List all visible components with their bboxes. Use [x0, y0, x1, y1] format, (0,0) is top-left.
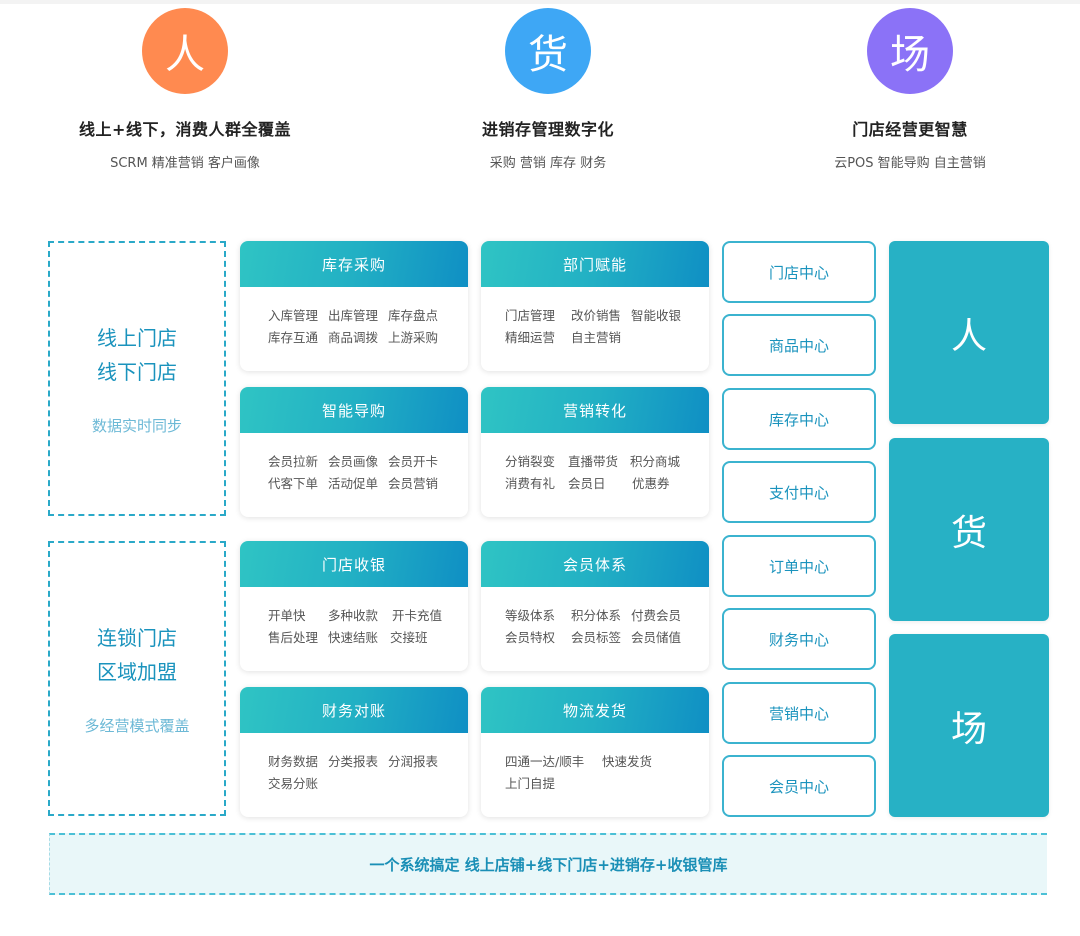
pillar-place: 场 门店经营更智慧 云POS 智能导购 自主营销 — [730, 8, 1080, 171]
card-item: 上游采购 — [388, 330, 439, 345]
card-item: 等级体系 — [505, 608, 556, 623]
card-item: 交易分账 — [268, 776, 319, 791]
card-item: 改价销售 — [571, 308, 622, 323]
card-item: 分润报表 — [388, 754, 439, 769]
card-item: 自主营销 — [571, 330, 622, 345]
card-title: 智能导购 — [240, 387, 468, 433]
card-marketing-conversion[interactable]: 营销转化 分销裂变直播带货积分商城 消费有礼会员日 优惠券 — [481, 387, 709, 517]
card-item: 多种收款 — [328, 608, 379, 623]
card-item: 代客下单 — [268, 476, 319, 491]
block-people: 人 — [889, 241, 1049, 424]
card-item: 会员特权 — [505, 630, 556, 645]
card-title: 库存采购 — [240, 241, 468, 287]
card-item: 活动促单 — [328, 476, 379, 491]
place-circle-icon: 场 — [867, 8, 953, 94]
card-smart-guide[interactable]: 智能导购 会员拉新会员画像会员开卡 代客下单活动促单会员营销 — [240, 387, 468, 517]
card-item: 库存盘点 — [388, 308, 439, 323]
card-item: 消费有礼 — [505, 476, 556, 491]
card-item: 快速结账 — [328, 630, 379, 645]
card-membership-system[interactable]: 会员体系 等级体系积分体系付费会员 会员特权会员标签会员储值 — [481, 541, 709, 671]
card-store-cashier[interactable]: 门店收银 开单快 多种收款开卡充值 售后处理快速结账交接班 — [240, 541, 468, 671]
center-finance[interactable]: 财务中心 — [722, 608, 876, 670]
card-item: 门店管理 — [505, 308, 556, 323]
card-title: 物流发货 — [481, 687, 709, 733]
card-item: 会员开卡 — [388, 454, 439, 469]
pillar-people: 人 线上+线下，消费人群全覆盖 SCRM 精准营销 客户画像 — [5, 8, 365, 171]
card-item: 开卡充值 — [392, 608, 443, 623]
card-item: 智能收银 — [631, 308, 682, 323]
card-item: 会员日 — [568, 476, 606, 491]
card-title: 门店收银 — [240, 541, 468, 587]
card-title: 会员体系 — [481, 541, 709, 587]
card-item: 交接班 — [390, 630, 428, 645]
pillar-title: 进销存管理数字化 — [481, 120, 614, 139]
pillar-title: 线上+线下，消费人群全覆盖 — [79, 120, 291, 139]
card-item: 会员拉新 — [268, 454, 319, 469]
left-box-subtitle: 多经营模式覆盖 — [84, 717, 190, 735]
block-place: 场 — [889, 634, 1049, 817]
card-item: 积分商城 — [630, 454, 681, 469]
card-finance-reconcile[interactable]: 财务对账 财务数据分类报表分润报表 交易分账 — [240, 687, 468, 817]
pillar-subtitle: SCRM 精准营销 客户画像 — [110, 156, 260, 171]
center-product[interactable]: 商品中心 — [722, 314, 876, 376]
card-logistics-shipping[interactable]: 物流发货 四通一达/顺丰 快速发货 上门自提 — [481, 687, 709, 817]
left-box-line: 线下门店 — [97, 360, 177, 384]
people-circle-icon: 人 — [142, 8, 228, 94]
card-item: 分类报表 — [328, 754, 379, 769]
card-item: 直播带货 — [568, 454, 619, 469]
card-item: 出库管理 — [328, 308, 379, 323]
card-title: 营销转化 — [481, 387, 709, 433]
pillar-subtitle: 采购 营销 库存 财务 — [489, 156, 607, 171]
goods-circle-icon: 货 — [505, 8, 591, 94]
card-item: 会员画像 — [328, 454, 379, 469]
left-box-subtitle: 数据实时同步 — [91, 417, 182, 435]
left-box-online-offline: 线上门店 线下门店 数据实时同步 — [48, 241, 226, 516]
card-title: 财务对账 — [240, 687, 468, 733]
card-item: 会员营销 — [388, 476, 439, 491]
card-item: 会员标签 — [571, 630, 622, 645]
card-item: 精细运营 — [505, 330, 556, 345]
card-item: 库存互通 — [268, 330, 319, 345]
center-inventory[interactable]: 库存中心 — [722, 388, 876, 450]
left-box-line: 区域加盟 — [97, 660, 177, 684]
pillar-subtitle: 云POS 智能导购 自主营销 — [834, 156, 986, 171]
center-member[interactable]: 会员中心 — [722, 755, 876, 817]
card-item: 入库管理 — [268, 308, 319, 323]
card-item: 四通一达/顺丰 — [505, 754, 585, 769]
card-inventory-purchase[interactable]: 库存采购 入库管理出库管理库存盘点 库存互通商品调拨上游采购 — [240, 241, 468, 371]
card-item: 快速发货 — [602, 754, 653, 769]
left-box-line: 连锁门店 — [97, 626, 177, 650]
card-item: 分销裂变 — [505, 454, 556, 469]
card-item: 财务数据 — [268, 754, 319, 769]
center-marketing[interactable]: 营销中心 — [722, 682, 876, 744]
center-payment[interactable]: 支付中心 — [722, 461, 876, 523]
card-item: 优惠券 — [632, 476, 670, 491]
card-item: 售后处理 — [268, 630, 319, 645]
pillar-goods: 货 进销存管理数字化 采购 营销 库存 财务 — [368, 8, 728, 171]
card-item: 上门自提 — [505, 776, 556, 791]
left-box-chain-franchise: 连锁门店 区域加盟 多经营模式覆盖 — [48, 541, 226, 816]
top-strip — [0, 0, 1080, 4]
pillar-title: 门店经营更智慧 — [852, 120, 968, 139]
card-item: 开单快 — [268, 608, 306, 623]
bottom-banner: 一个系统搞定 线上店铺+线下门店+进销存+收银管库 — [49, 833, 1047, 895]
card-item: 会员储值 — [631, 630, 682, 645]
card-item: 积分体系 — [571, 608, 622, 623]
left-box-line: 线上门店 — [97, 326, 177, 350]
block-goods: 货 — [889, 438, 1049, 621]
pillars-section: 人 线上+线下，消费人群全覆盖 SCRM 精准营销 客户画像 货 进销存管理数字… — [0, 8, 1080, 178]
card-item: 付费会员 — [631, 608, 682, 623]
center-store[interactable]: 门店中心 — [722, 241, 876, 303]
card-item: 商品调拨 — [328, 330, 379, 345]
center-order[interactable]: 订单中心 — [722, 535, 876, 597]
card-title: 部门赋能 — [481, 241, 709, 287]
card-department-empower[interactable]: 部门赋能 门店管理改价销售智能收银 精细运营自主营销 — [481, 241, 709, 371]
